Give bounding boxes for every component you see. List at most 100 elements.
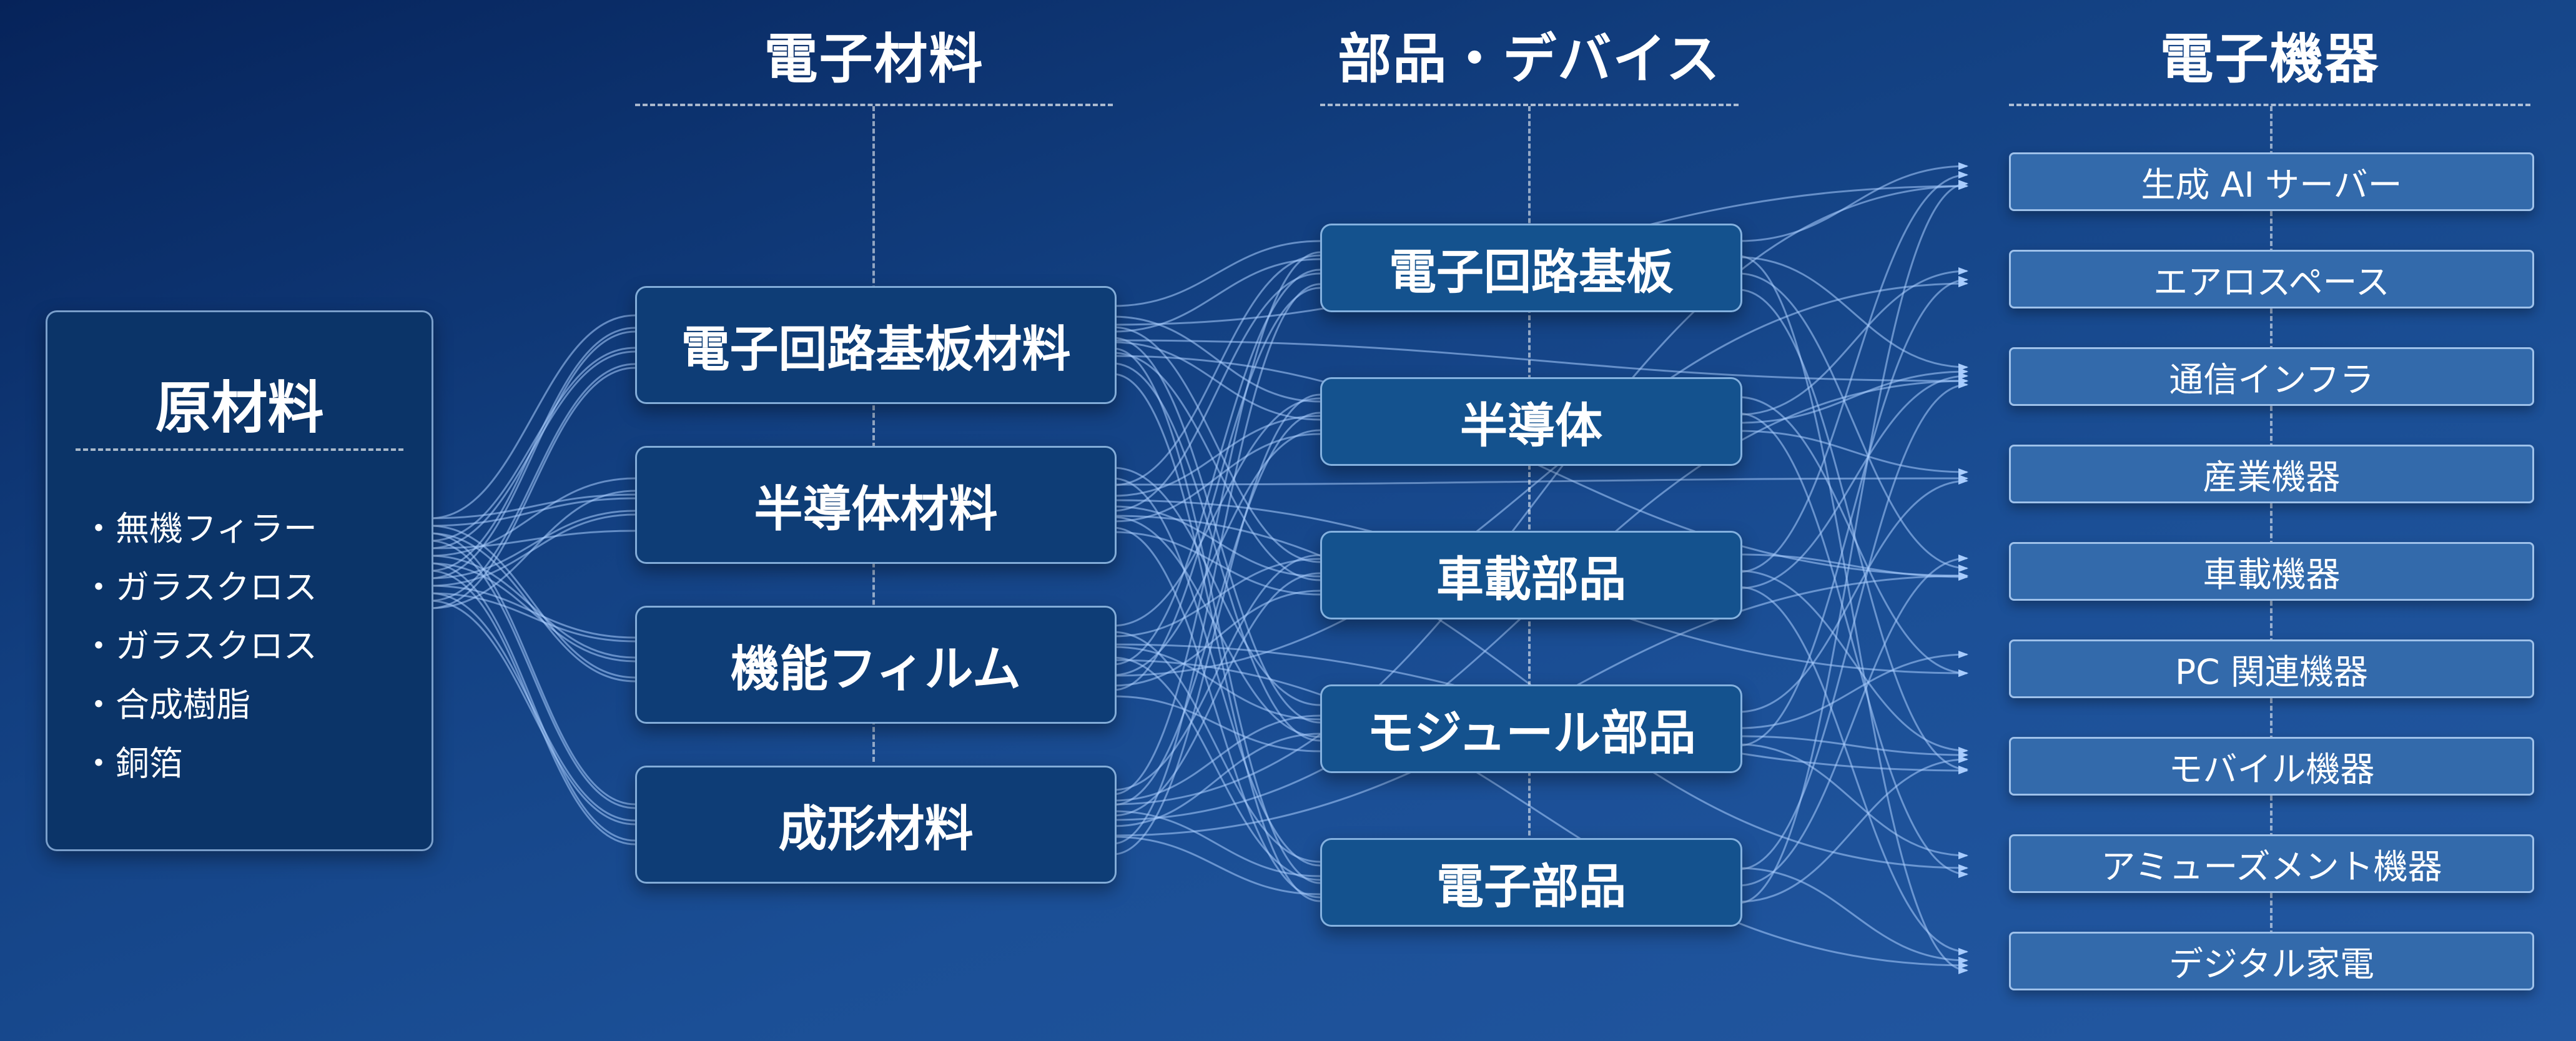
flow-line-material-to-device bbox=[1112, 393, 1321, 856]
equipment-node-generative-ai-server[interactable]: 生成 AI サーバー bbox=[2009, 152, 2534, 211]
flow-line-raw-to-material bbox=[429, 477, 636, 557]
flow-line-device-to-equipment bbox=[1738, 735, 1968, 759]
raw-material-item: ガラスクロス bbox=[82, 617, 317, 676]
flow-line-material-to-device bbox=[1112, 505, 1321, 578]
flow-line-device-to-equipment bbox=[1738, 867, 1968, 964]
flow-line-raw-to-material bbox=[429, 493, 636, 520]
flow-line-material-to-device bbox=[1112, 269, 1321, 666]
raw-material-item: 合成樹脂 bbox=[82, 676, 317, 734]
flow-line-device-to-equipment bbox=[1738, 289, 1968, 773]
column-title-devices: 部品・デバイス bbox=[1338, 28, 1721, 91]
flow-line-material-to-device bbox=[1112, 554, 1321, 791]
flow-line-material-to-device bbox=[1112, 254, 1321, 486]
flow-line-material-to-device bbox=[1112, 251, 1321, 796]
material-node-functional-film[interactable]: 機能フィルム bbox=[635, 606, 1117, 724]
flow-line-raw-to-material bbox=[429, 330, 636, 580]
flow-line-material-to-device bbox=[1112, 836, 1321, 895]
equipment-node-automotive-equipment[interactable]: 車載機器 bbox=[2009, 542, 2534, 601]
equipment-node-amusement-equipment[interactable]: アミューズメント機器 bbox=[2009, 834, 2534, 893]
raw-materials-title: 原材料 bbox=[155, 375, 324, 441]
device-node-electronic-parts[interactable]: 電子部品 bbox=[1320, 838, 1742, 927]
flow-line-material-to-device bbox=[1112, 397, 1321, 627]
flow-line-material-to-device bbox=[1112, 258, 1321, 333]
flow-line-device-to-equipment bbox=[1738, 272, 1968, 572]
flow-line-device-to-equipment bbox=[1738, 171, 1968, 573]
flow-line-device-to-equipment bbox=[1738, 586, 1968, 955]
flow-line-device-to-equipment bbox=[1738, 256, 1968, 371]
flow-line-device-to-equipment bbox=[1738, 555, 1968, 887]
flow-line-material-to-device bbox=[1112, 558, 1321, 638]
flow-line-raw-to-material bbox=[429, 562, 636, 842]
equipment-node-mobile-equipment[interactable]: モバイル機器 bbox=[2009, 737, 2534, 796]
flow-line-material-to-device bbox=[1112, 466, 1321, 706]
flow-line-raw-to-material bbox=[429, 540, 636, 809]
flow-line-raw-to-material bbox=[429, 532, 636, 806]
flow-line-raw-to-material bbox=[429, 314, 636, 520]
flow-line-material-to-device bbox=[1112, 315, 1321, 403]
material-node-circuit-board-material[interactable]: 電子回路基板材料 bbox=[635, 286, 1117, 404]
raw-materials-divider bbox=[76, 448, 403, 451]
column-divider-devices bbox=[1320, 104, 1739, 106]
device-node-circuit-board[interactable]: 電子回路基板 bbox=[1320, 224, 1742, 312]
column-title-materials: 電子材料 bbox=[764, 28, 984, 91]
flow-line-material-to-device bbox=[1112, 590, 1321, 687]
flow-line-material-to-device bbox=[1112, 287, 1321, 691]
flow-line-raw-to-material bbox=[429, 525, 636, 679]
raw-materials-list: 無機フィラー ガラスクロス ガラスクロス 合成樹脂 銅箔 bbox=[82, 500, 317, 793]
flow-line-material-to-equipment bbox=[1112, 659, 1968, 969]
equipment-node-telecom-infrastructure[interactable]: 通信インフラ bbox=[2009, 347, 2534, 406]
flow-line-material-to-device bbox=[1112, 240, 1321, 307]
flow-line-material-to-device bbox=[1112, 337, 1321, 724]
flow-line-material-to-device bbox=[1112, 714, 1321, 802]
flow-line-material-to-equipment bbox=[1112, 280, 1968, 677]
column-axis-devices bbox=[1528, 106, 1531, 843]
flow-line-device-to-equipment bbox=[1738, 276, 1968, 747]
flow-line-material-to-device bbox=[1112, 412, 1321, 806]
flow-line-device-to-equipment bbox=[1738, 412, 1968, 878]
flow-line-raw-to-material bbox=[429, 555, 636, 659]
flow-line-device-to-equipment bbox=[1738, 368, 1968, 424]
column-axis-materials bbox=[872, 106, 875, 762]
device-node-semiconductor[interactable]: 半導体 bbox=[1320, 377, 1742, 466]
flow-line-device-to-equipment bbox=[1738, 570, 1968, 754]
flow-line-raw-to-material bbox=[429, 585, 636, 639]
flow-line-device-to-equipment bbox=[1738, 756, 1968, 903]
flow-line-material-to-equipment bbox=[1112, 475, 1968, 486]
equipment-node-pc-related-equipment[interactable]: PC 関連機器 bbox=[2009, 639, 2534, 698]
column-divider-equipment bbox=[2009, 104, 2530, 106]
device-node-module-parts[interactable]: モジュール部品 bbox=[1320, 684, 1742, 773]
equipment-node-digital-home-appliances[interactable]: デジタル家電 bbox=[2009, 932, 2534, 990]
flow-line-raw-to-material bbox=[429, 347, 636, 542]
material-node-molding-material[interactable]: 成形材料 bbox=[635, 766, 1117, 884]
device-node-automotive-parts[interactable]: 車載部品 bbox=[1320, 531, 1742, 619]
flow-line-raw-to-material bbox=[429, 327, 636, 572]
flow-line-raw-to-material bbox=[429, 599, 636, 826]
flow-line-material-to-device bbox=[1112, 695, 1321, 752]
flow-line-device-to-equipment bbox=[1738, 381, 1968, 871]
flow-line-material-to-device bbox=[1112, 810, 1321, 877]
equipment-node-industrial-equipment[interactable]: 産業機器 bbox=[2009, 445, 2534, 503]
raw-material-item: 無機フィラー bbox=[82, 500, 317, 558]
raw-material-item: 銅箔 bbox=[82, 734, 317, 793]
flow-line-material-to-device bbox=[1112, 341, 1321, 421]
raw-material-item: ガラスクロス bbox=[82, 558, 317, 617]
flow-line-material-to-device bbox=[1112, 283, 1321, 845]
flow-line-material-to-device bbox=[1112, 646, 1321, 721]
flow-line-raw-to-material bbox=[429, 497, 636, 527]
flow-line-device-to-equipment bbox=[1738, 162, 1968, 242]
flow-line-device-to-equipment bbox=[1738, 477, 1968, 713]
flow-line-material-to-device bbox=[1112, 272, 1321, 512]
flow-line-raw-to-material bbox=[429, 592, 636, 822]
flow-line-device-to-equipment bbox=[1738, 267, 1968, 416]
flow-line-material-to-device bbox=[1112, 415, 1321, 497]
flow-line-device-to-equipment bbox=[1738, 372, 1968, 590]
material-node-semiconductor-material[interactable]: 半導体材料 bbox=[635, 446, 1117, 564]
column-title-equipment: 電子機器 bbox=[2159, 28, 2380, 91]
flow-line-device-to-equipment bbox=[1738, 396, 1968, 677]
flow-line-material-to-device bbox=[1112, 656, 1321, 881]
flow-line-material-to-device bbox=[1112, 347, 1321, 884]
flow-line-raw-to-material bbox=[429, 510, 636, 580]
equipment-node-aerospace[interactable]: エアロスペース bbox=[2009, 250, 2534, 308]
